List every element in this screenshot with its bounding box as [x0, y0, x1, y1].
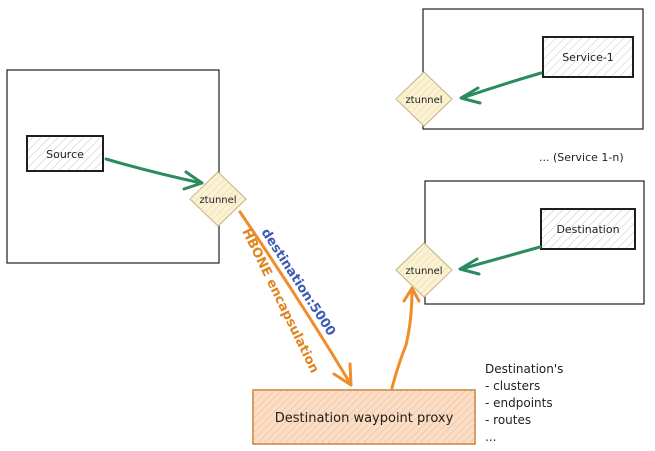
waypoint-notes-item: - endpoints — [485, 396, 553, 410]
waypoint-notes-item: ... — [485, 430, 496, 444]
waypoint-notes-item: - routes — [485, 413, 531, 427]
destination-workload: Destination — [540, 208, 636, 250]
source-workload: Source — [26, 135, 104, 172]
source-label: Source — [46, 148, 84, 161]
destination-node-box — [424, 180, 645, 305]
waypoint-label: Destination waypoint proxy — [275, 411, 454, 426]
waypoint-notes-item: - clusters — [485, 379, 540, 393]
ztunnel-service1: ztunnel — [395, 71, 453, 127]
destination-label: Destination — [556, 223, 619, 236]
destination-to-ztunnel-arrow — [458, 245, 542, 276]
waypoint-proxy-box: Destination waypoint proxy — [252, 389, 476, 445]
services-note: ... (Service 1-n) — [539, 151, 624, 164]
ztunnel-destination-label: ztunnel — [405, 266, 442, 277]
waypoint-notes: Destination's - clusters - endpoints - r… — [485, 362, 563, 444]
waypoint-to-ztunnel-arrow — [390, 286, 421, 390]
ztunnel-service1-label: ztunnel — [405, 95, 442, 106]
ztunnel-to-waypoint-arrow — [238, 210, 353, 387]
waypoint-notes-heading: Destination's — [485, 362, 563, 376]
ztunnel-source: ztunnel — [189, 171, 247, 227]
ztunnel-source-label: ztunnel — [199, 195, 236, 206]
service1-label: Service-1 — [562, 51, 614, 64]
source-to-ztunnel-arrow — [104, 157, 204, 191]
ztunnel-destination: ztunnel — [395, 242, 453, 298]
service1-workload: Service-1 — [542, 36, 634, 78]
service1-node-box — [422, 8, 644, 130]
source-node-box — [6, 69, 220, 264]
service1-to-ztunnel-arrow — [459, 71, 543, 105]
